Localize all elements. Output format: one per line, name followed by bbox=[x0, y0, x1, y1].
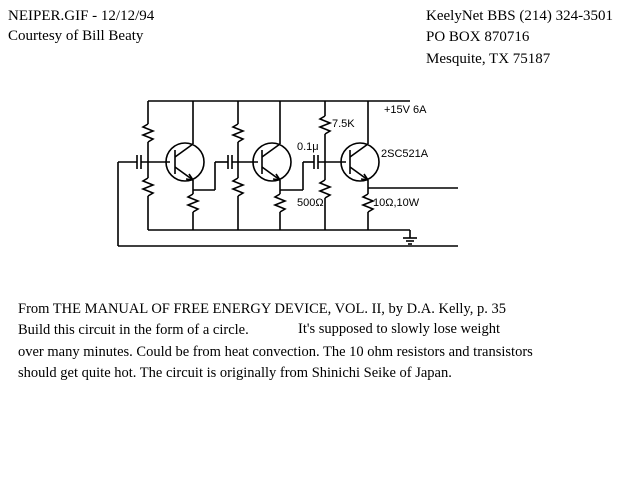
transistor-label: 2SC521A bbox=[381, 148, 429, 160]
note-line-3: over many minutes. Could be from heat co… bbox=[18, 344, 533, 360]
note-line-2b: It's supposed to slowly lose weight bbox=[298, 321, 500, 337]
stage2-bias-resistors bbox=[230, 101, 246, 230]
transistor-1 bbox=[165, 101, 205, 230]
transistor-3 bbox=[340, 101, 380, 230]
source-line: From THE MANUAL OF FREE ENERGY DEVICE, V… bbox=[18, 301, 507, 317]
city-line: Mesquite, TX 75187 bbox=[426, 51, 551, 67]
pobox-line: PO BOX 870716 bbox=[426, 29, 530, 45]
emitter-resistor-label: 10Ω,10W bbox=[373, 197, 420, 209]
note-line-4: should get quite hot. The circuit is ori… bbox=[18, 365, 452, 381]
stage2-capacitor bbox=[215, 155, 258, 169]
file-label: NEIPER.GIF - 12/12/94 bbox=[8, 8, 155, 24]
bbs-line: KeelyNet BBS (214) 324-3501 bbox=[426, 8, 614, 24]
stage1-capacitor bbox=[118, 155, 170, 169]
note-line-2a: Build this circuit in the form of a circ… bbox=[18, 322, 249, 338]
supply-label: +15V 6A bbox=[384, 104, 427, 116]
capacitor-label: 0.1μ bbox=[297, 141, 319, 153]
courtesy-line: Courtesy of Bill Beaty bbox=[8, 28, 144, 44]
stage1-bias-resistors bbox=[140, 101, 156, 230]
stage3-bias-resistors bbox=[317, 101, 333, 230]
resistor-7k5-label: 7.5K bbox=[332, 118, 355, 130]
resistor-500-label: 500Ω bbox=[297, 197, 324, 209]
transistor-2 bbox=[252, 101, 292, 230]
